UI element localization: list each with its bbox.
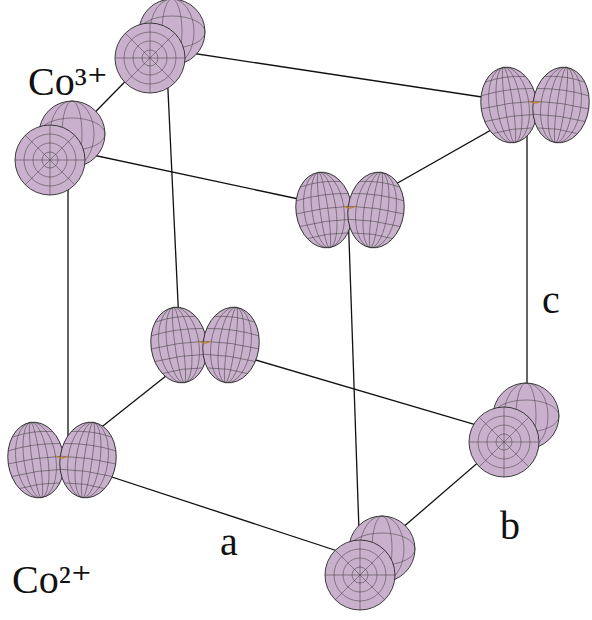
cobalt-orbitals <box>3 0 592 610</box>
axis-label: a <box>220 522 238 562</box>
ion-label: Co³⁺ <box>28 62 108 102</box>
ion-label: Co²⁺ <box>12 560 92 600</box>
axis-label: b <box>500 506 520 546</box>
axis-label: c <box>542 280 560 320</box>
unit-cell-edges <box>60 48 535 560</box>
